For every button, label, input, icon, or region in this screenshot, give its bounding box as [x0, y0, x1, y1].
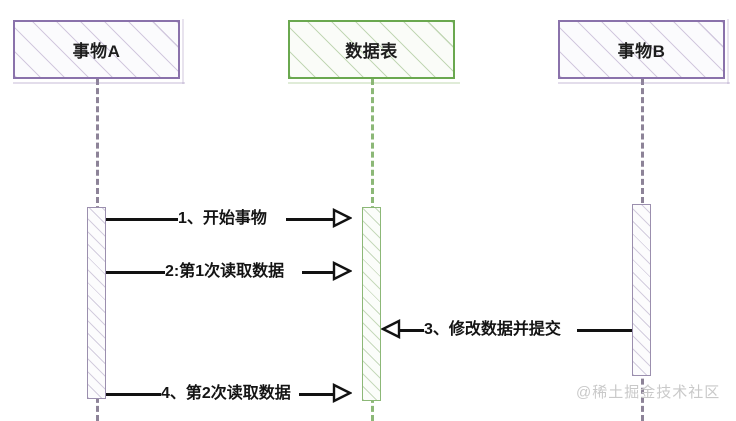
participant-label-shiwu-a: 事物A [72, 42, 121, 61]
message-1[interactable]: 1、开始事物 [106, 204, 356, 234]
participant-label-shiwu-b: 事物B [617, 42, 666, 61]
participant-box-shiwu-a[interactable]: 事物A [13, 19, 185, 84]
message-2-line-left [106, 271, 165, 274]
message-4[interactable]: 4、第2次读取数据 [106, 379, 356, 409]
arrowhead-left-3 [381, 319, 401, 339]
arrowhead-right-2 [332, 261, 352, 281]
activation-bar-shiwu-b [632, 204, 651, 376]
participant-box-shujubiao[interactable]: 数据表 [288, 20, 460, 84]
message-3-label: 3、修改数据并提交 [424, 321, 561, 338]
arrowhead-right-1 [332, 208, 352, 228]
participant-label-shujubiao: 数据表 [345, 42, 398, 61]
message-1-line-right [286, 218, 334, 221]
watermark-text: @稀土掘金技术社区 [576, 384, 721, 401]
message-3[interactable]: 3、修改数据并提交 [381, 315, 633, 345]
participant-box-shiwu-b[interactable]: 事物B [558, 19, 730, 84]
message-3-line-right [577, 329, 632, 332]
message-3-line-left [398, 329, 424, 332]
message-1-label: 1、开始事物 [178, 210, 267, 227]
message-4-line-left [106, 393, 161, 396]
message-1-line-left [106, 218, 178, 221]
message-4-label: 4、第2次读取数据 [161, 385, 291, 402]
message-2[interactable]: 2:第1次读取数据 [106, 257, 356, 287]
message-4-line-right [299, 393, 334, 396]
message-2-line-right [302, 271, 334, 274]
activation-bar-shiwu-a [87, 207, 106, 399]
message-2-label: 2:第1次读取数据 [165, 263, 285, 280]
activation-bar-shujubiao [362, 207, 381, 401]
arrowhead-right-4 [332, 383, 352, 403]
